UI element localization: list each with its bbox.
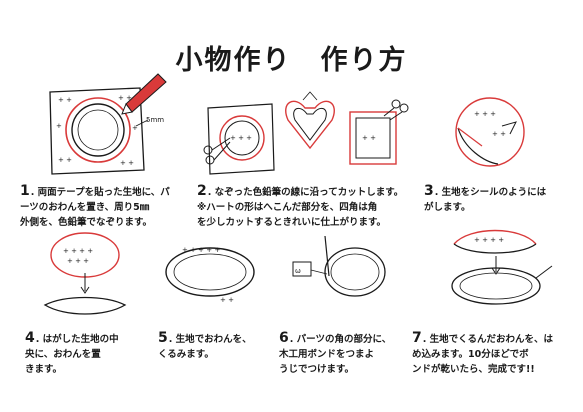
step-1-line-1: . 両面テープを貼った生地に、パ <box>30 187 170 198</box>
step-3-line-1: . 生地をシールのようには <box>434 187 547 198</box>
svg-text:+ + + +: + + + + <box>63 247 93 255</box>
illustration-cut-shapes: + + + + + <box>203 91 409 175</box>
step-6-number: 6 <box>279 330 289 346</box>
svg-text:+ + + + +: + + + + + <box>182 246 220 254</box>
illustration-wrap: + + + + + + + <box>165 246 255 304</box>
page-title: 小物作り 作り方 <box>175 45 408 76</box>
illustration-glue: ω <box>292 235 386 297</box>
step-1-number: 1 <box>20 183 30 199</box>
step-1: 1. 両面テープを貼った生地に、パ ーツのおわんを置き、周り5㎜ 外側を、色鉛筆… <box>20 184 170 230</box>
step-5-number: 5 <box>158 330 168 346</box>
step-2: 2. なぞった色鉛筆の線に沿ってカットします。 ※ハートの形はへこんだ部分を、四… <box>197 184 403 230</box>
step-4: 4. はがした生地の中 央に、おわんを置 きます。 <box>25 331 119 377</box>
step-4-line-2: 央に、おわんを置 <box>25 349 101 360</box>
step-2-number: 2 <box>197 183 207 199</box>
step-3-number: 3 <box>424 183 434 199</box>
svg-text:+ + + +: + + + + <box>474 236 504 244</box>
svg-text:+ +: + + <box>58 96 72 104</box>
step-7-line-1: . 生地でくるんだおわんを、は <box>422 334 553 345</box>
step-6-line-1: . パーツの角の部分に、 <box>289 334 392 345</box>
svg-text:+ + +: + + + <box>230 134 252 142</box>
scissors-icon <box>383 99 409 121</box>
step-1-line-2: ーツのおわんを置き、周り5㎜ <box>20 202 150 213</box>
step-2-line-3: を少しカットするときれいに仕上がります。 <box>197 217 387 228</box>
pattern-crosses: + + + + + + + + + + <box>56 94 138 167</box>
svg-text:+: + <box>132 124 138 132</box>
margin-note: 5mm <box>146 116 164 124</box>
step-5-line-1: . 生地でおわんを、 <box>168 334 252 345</box>
scissors-icon <box>203 137 231 165</box>
step-5-line-2: くるみます。 <box>158 349 214 360</box>
step-4-number: 4 <box>25 330 35 346</box>
step-7: 7. 生地でくるんだおわんを、は め込みます。10分ほどでボ ンドが乾いたら、完… <box>412 331 553 377</box>
step-6: 6. パーツの角の部分に、 木工用ボンドをつまよ うじでつけます。 <box>279 331 391 377</box>
step-1-line-3: 外側を、色鉛筆でなぞります。 <box>20 217 153 228</box>
illustration-peel: + + + + + <box>455 97 525 167</box>
svg-text:+ +: + + <box>120 159 134 167</box>
step-3: 3. 生地をシールのようには がします。 <box>424 184 546 215</box>
step-7-number: 7 <box>412 330 422 346</box>
svg-text:+: + <box>56 122 62 130</box>
step-7-line-3: ンドが乾いたら、完成です!! <box>412 364 535 375</box>
step-4-line-3: きます。 <box>25 364 63 375</box>
step-2-line-1: . なぞった色鉛筆の線に沿ってカットします。 <box>207 187 404 198</box>
step-2-line-2: ※ハートの形はへこんだ部分を、四角は角 <box>197 202 378 213</box>
step-6-line-3: うじでつけます。 <box>279 364 355 375</box>
svg-text:+ +: + + <box>220 296 234 304</box>
illustration-fit: + + + + <box>451 229 553 305</box>
svg-text:+ + +: + + + <box>474 110 496 118</box>
svg-text:+ + +: + + + <box>67 257 89 265</box>
step-7-line-2: め込みます。10分ほどでボ <box>412 349 529 360</box>
svg-text:+ +: + + <box>492 130 506 138</box>
svg-text:+ +: + + <box>118 94 132 102</box>
svg-text:ω: ω <box>295 267 301 275</box>
svg-text:+ +: + + <box>58 156 72 164</box>
step-4-line-1: . はがした生地の中 <box>35 334 119 345</box>
illustration-place-bowl: + + + + + + + <box>43 232 127 315</box>
svg-text:+ +: + + <box>362 134 376 142</box>
step-3-line-2: がします。 <box>424 202 471 213</box>
step-6-line-2: 木工用ボンドをつまよ <box>279 349 375 360</box>
illustration-trace-circle: + + + + + + + + + + 5mm <box>49 73 167 175</box>
step-5: 5. 生地でおわんを、 くるみます。 <box>158 331 252 362</box>
